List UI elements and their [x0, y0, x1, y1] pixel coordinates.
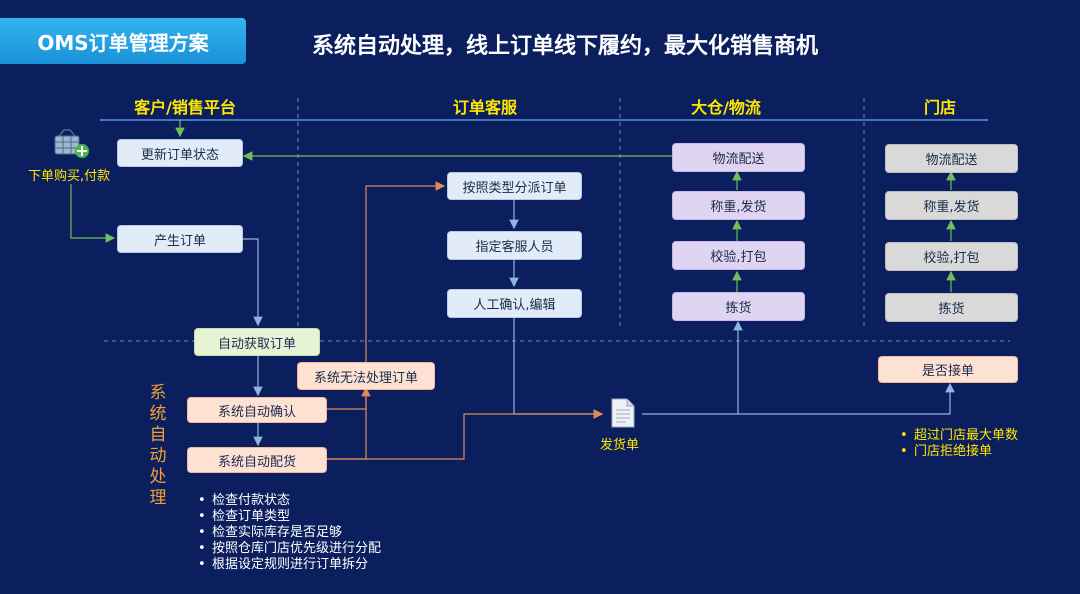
warehouse-delivery-box: 物流配送 [672, 143, 805, 172]
shopping-basket-icon [52, 128, 90, 160]
column-heading-store: 门店 [923, 98, 957, 117]
buyer-label: 下单购买,付款 [28, 169, 111, 184]
check-item: 检查订单类型 [196, 509, 381, 525]
update-status-box: 更新订单状态 [117, 139, 243, 167]
column-heading-customer: 客户/销售平台 [134, 98, 236, 117]
check-item: 根据设定规则进行订单拆分 [196, 557, 381, 573]
store-weigh-box: 称重,发货 [885, 191, 1018, 220]
check-item: 检查实际库存是否足够 [196, 525, 381, 541]
check-item: 检查付款状态 [196, 493, 381, 509]
auto-processing-label: 系统自动处理 [149, 383, 167, 508]
cannot-process-box: 系统无法处理订单 [297, 362, 435, 390]
solution-title-badge: OMS订单管理方案 [0, 18, 246, 64]
assign-agent-box: 指定客服人员 [447, 231, 582, 260]
create-order-box: 产生订单 [117, 225, 243, 253]
store-pick-box: 拣货 [885, 293, 1018, 322]
auto-confirm-box: 系统自动确认 [187, 397, 327, 423]
auto-fetch-box: 自动获取订单 [194, 328, 320, 356]
check-item: 按照仓库门店优先级进行分配 [196, 541, 381, 557]
column-heading-service: 订单客服 [452, 98, 518, 117]
document-icon [607, 398, 637, 428]
manual-confirm-box: 人工确认,编辑 [447, 289, 582, 318]
store-pack-box: 校验,打包 [885, 242, 1018, 271]
warehouse-pick-box: 拣货 [672, 292, 805, 321]
accept-order-box: 是否接单 [878, 356, 1018, 383]
store-reject-reasons: 超过门店最大单数 门店拒绝接单 [898, 428, 1018, 460]
warehouse-weigh-box: 称重,发货 [672, 191, 805, 220]
auto-check-list: 检查付款状态 检查订单类型 检查实际库存是否足够 按照仓库门店优先级进行分配 根… [196, 493, 381, 573]
auto-allocate-box: 系统自动配货 [187, 447, 327, 473]
reject-reason: 超过门店最大单数 [898, 428, 1018, 444]
column-heading-warehouse: 大仓/物流 [691, 98, 761, 117]
headline: 系统自动处理，线上订单线下履约，最大化销售商机 [312, 34, 819, 59]
shipping-doc-label: 发货单 [600, 438, 640, 453]
warehouse-pack-box: 校验,打包 [672, 241, 805, 270]
dispatch-order-box: 按照类型分派订单 [447, 172, 582, 200]
reject-reason: 门店拒绝接单 [898, 444, 1018, 460]
store-delivery-box: 物流配送 [885, 144, 1018, 173]
